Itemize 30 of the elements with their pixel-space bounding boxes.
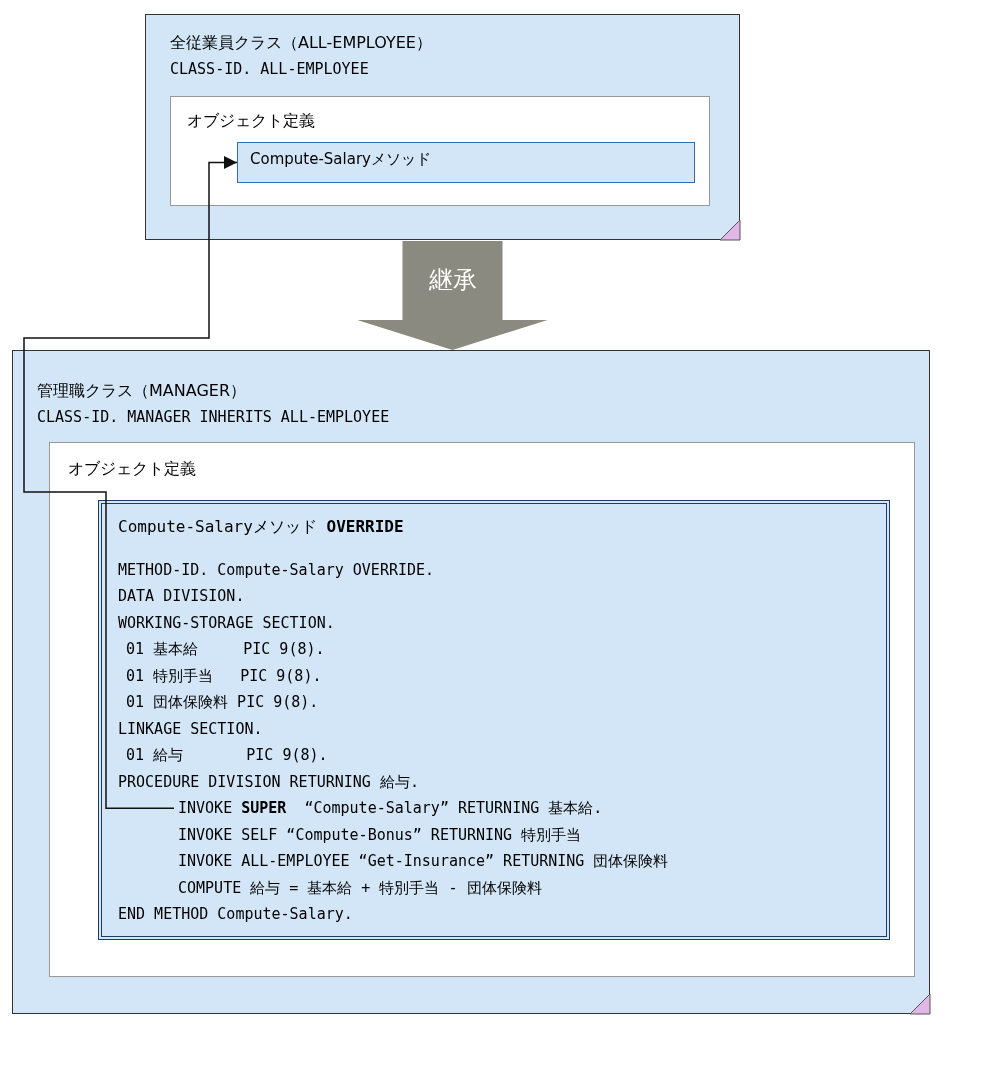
code-line: METHOD-ID. Compute-Salary OVERRIDE. xyxy=(118,559,436,581)
method-heading: Compute-Salaryメソッド OVERRIDE xyxy=(118,516,405,538)
code-line: LINKAGE SECTION. xyxy=(118,718,264,740)
code-line: END METHOD Compute-Salary. xyxy=(118,904,354,925)
code-line: 01 給与 PIC 9(8). xyxy=(126,745,329,766)
code-line: INVOKE SELF “Compute-Bonus” RETURNING 特別手当 xyxy=(178,824,583,846)
code-line: COMPUTE 給与 = 基本給 + 特別手当 - 団体保険料 xyxy=(178,877,543,899)
code-panel xyxy=(98,500,890,940)
section-heading: オブジェクト定義 xyxy=(68,459,197,480)
code-line: PROCEDURE DIVISION RETURNING 給与. xyxy=(118,771,420,793)
object-definition-box xyxy=(49,442,915,977)
code-line: WORKING-STORAGE SECTION. xyxy=(118,612,336,634)
code-line: 01 団体保険料 PIC 9(8). xyxy=(126,692,320,713)
inheritance-arrow xyxy=(357,241,548,350)
code-line: INVOKE SUPER “Compute-Salary” RETURNING 基本給. xyxy=(178,795,870,822)
code-line: 01 特別手当 PIC 9(8). xyxy=(126,665,323,687)
class-id-text: CLASS-ID. MANAGER INHERITS ALL-EMPLOYEE xyxy=(37,408,391,426)
method-box xyxy=(237,142,695,183)
code-line: 01 基本給 PIC 9(8). xyxy=(126,639,326,660)
code-line: DATA DIVISION. xyxy=(118,586,246,607)
object-definition-box xyxy=(170,96,710,206)
method-name: Compute-Salaryメソッド xyxy=(250,150,432,169)
class-id-text: CLASS-ID. ALL-EMPLOYEE xyxy=(170,60,370,78)
arrow xyxy=(23,156,238,810)
class-box xyxy=(12,350,930,1014)
section-heading: オブジェクト定義 xyxy=(187,111,316,132)
class-title: 全従業員クラス（ALL-EMPLOYEE） xyxy=(170,33,433,54)
code-line: INVOKE ALL-EMPLOYEE “Get-Insurance” RETURNING 団体保険料 xyxy=(178,851,670,872)
class-box xyxy=(145,14,740,240)
class-title: 管理職クラス（MANAGER） xyxy=(37,381,247,402)
